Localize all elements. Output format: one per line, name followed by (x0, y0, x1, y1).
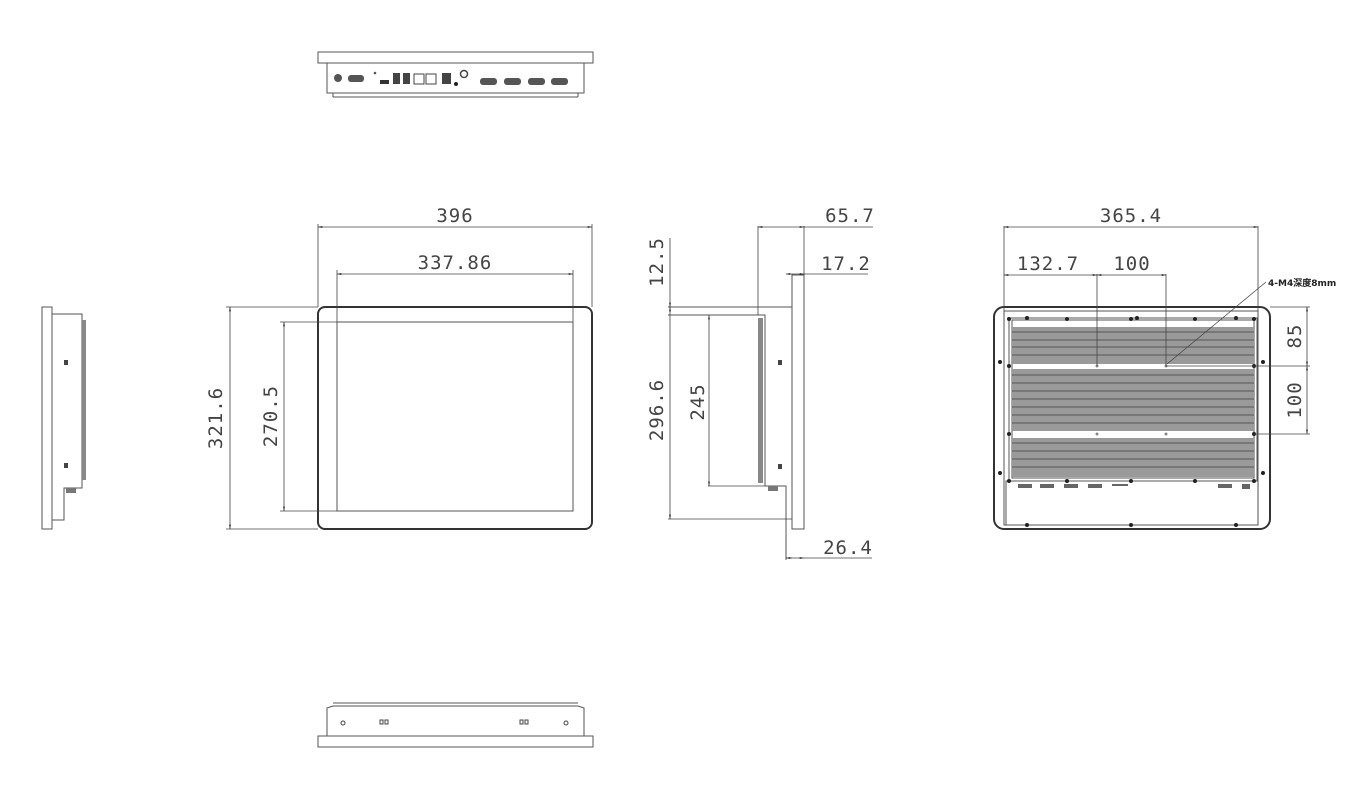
usb-port-icon (403, 73, 410, 84)
usb-port-icon (442, 73, 451, 84)
dim-body-height: 296.6 (646, 379, 668, 441)
dim-hole-offset-x: 132.7 (1017, 253, 1079, 275)
dim-bezel-depth: 17.2 (821, 253, 871, 275)
front-view: 396 337.86 321.6 270.5 (205, 205, 593, 530)
lan-port-icon (425, 73, 437, 85)
dim-front-height: 321.6 (205, 387, 227, 449)
dim-hole-offset-y: 85 (1284, 324, 1306, 349)
dim-total-depth: 65.7 (825, 205, 875, 227)
rear-view: 365.4 132.7 100 85 100 4-M4深度8mm (993, 205, 1336, 530)
heatsink-fins (1012, 327, 1254, 477)
com-port-icons (480, 78, 568, 85)
dim-hole-spacing-x: 100 (1113, 253, 1150, 275)
antenna-connector-icon (459, 69, 469, 79)
usb-port-icon (393, 73, 400, 84)
power-button-icon (334, 74, 342, 82)
left-side-view (41, 306, 86, 530)
db9-port-icon (348, 75, 364, 82)
dim-rear-width: 365.4 (1100, 205, 1162, 227)
dim-front-width: 396 (436, 205, 473, 227)
side-view: 65.7 17.2 12.5 296.6 245 26.4 (646, 205, 875, 560)
dim-hole-spacing-y: 100 (1284, 381, 1306, 418)
lan-port-icon (413, 73, 425, 85)
mounting-hole-note: 4-M4深度8mm (1268, 277, 1336, 289)
dim-display-height: 270.5 (260, 385, 282, 447)
dim-display-width: 337.86 (418, 252, 493, 274)
hdmi-port-icon (380, 80, 389, 84)
top-io-view (317, 51, 594, 98)
bottom-view (317, 702, 594, 748)
dim-top-offset: 12.5 (646, 237, 668, 287)
dim-rear-height: 245 (687, 383, 709, 420)
dim-bottom-depth: 26.4 (823, 537, 873, 559)
